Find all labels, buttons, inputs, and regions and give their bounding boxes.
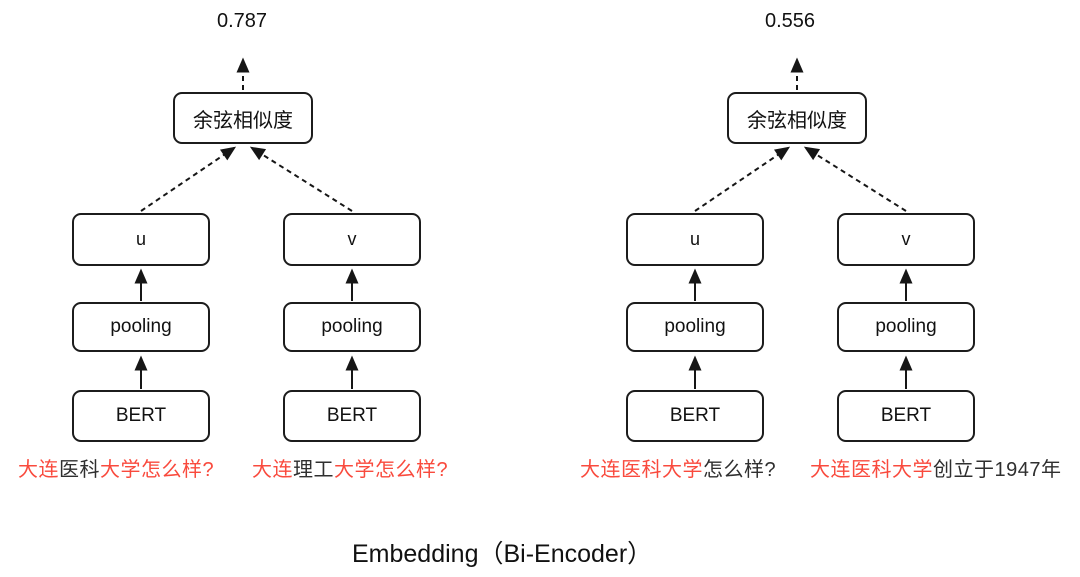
bert-box: BERT (626, 390, 764, 442)
bert-label: BERT (326, 405, 378, 426)
input-sentence: 大连理工大学怎么样? (252, 453, 448, 482)
similarity-score: 0.556 (764, 10, 816, 32)
pooling-box: pooling (837, 302, 975, 352)
sentence-segment-black: 怎么样? (703, 459, 777, 481)
sentence-segment-black: 创立于1947年 (933, 459, 1062, 481)
pooling-label: pooling (110, 316, 172, 337)
pooling-label: pooling (664, 316, 726, 337)
vector-u-box: u (72, 213, 210, 266)
dashed-arrow-v-to-cosine-2 (803, 146, 907, 212)
cosine-similarity-label: 余弦相似度 (747, 109, 847, 132)
sentence-segment-red: 大连医科大学 (810, 459, 933, 481)
bert-label: BERT (115, 405, 167, 426)
diagram-caption: Embedding（Bi-Encoder） (352, 540, 653, 568)
sentence-segment-red: 大连 (18, 459, 59, 481)
vector-v-label: v (901, 229, 911, 249)
vector-v-box: v (283, 213, 421, 266)
bert-label: BERT (669, 405, 721, 426)
similarity-score: 0.787 (216, 10, 268, 32)
sentence-segment-black: 医科 (59, 459, 100, 481)
vector-v-label: v (347, 229, 357, 249)
input-sentence: 大连医科大学怎么样? (580, 453, 776, 482)
dashed-arrow-u-to-cosine-2 (694, 146, 791, 212)
sentence-segment-red: 大学怎么样? (334, 459, 449, 481)
pooling-box: pooling (72, 302, 210, 352)
cosine-similarity-box: 余弦相似度 (727, 92, 867, 144)
vector-v-box: v (837, 213, 975, 266)
sentence-segment-black: 理工 (293, 459, 334, 481)
vector-u-label: u (135, 229, 146, 249)
sentence-segment-red: 大学怎么样? (100, 459, 215, 481)
bert-label: BERT (880, 405, 932, 426)
bert-box: BERT (72, 390, 210, 442)
cosine-similarity-label: 余弦相似度 (193, 109, 293, 132)
dashed-arrow-u-to-cosine-1 (140, 146, 237, 212)
pooling-box: pooling (283, 302, 421, 352)
sentence-segment-red: 大连医科大学 (580, 459, 703, 481)
dashed-arrow-v-to-cosine-1 (249, 146, 353, 212)
cosine-similarity-box: 余弦相似度 (173, 92, 313, 144)
pooling-label: pooling (875, 316, 937, 337)
vector-u-label: u (689, 229, 700, 249)
vector-u-box: u (626, 213, 764, 266)
input-sentence: 大连医科大学创立于1947年 (810, 453, 1062, 482)
bert-box: BERT (837, 390, 975, 442)
pooling-label: pooling (321, 316, 383, 337)
input-sentence: 大连医科大学怎么样? (18, 453, 214, 482)
bert-box: BERT (283, 390, 421, 442)
pooling-box: pooling (626, 302, 764, 352)
sentence-segment-red: 大连 (252, 459, 293, 481)
